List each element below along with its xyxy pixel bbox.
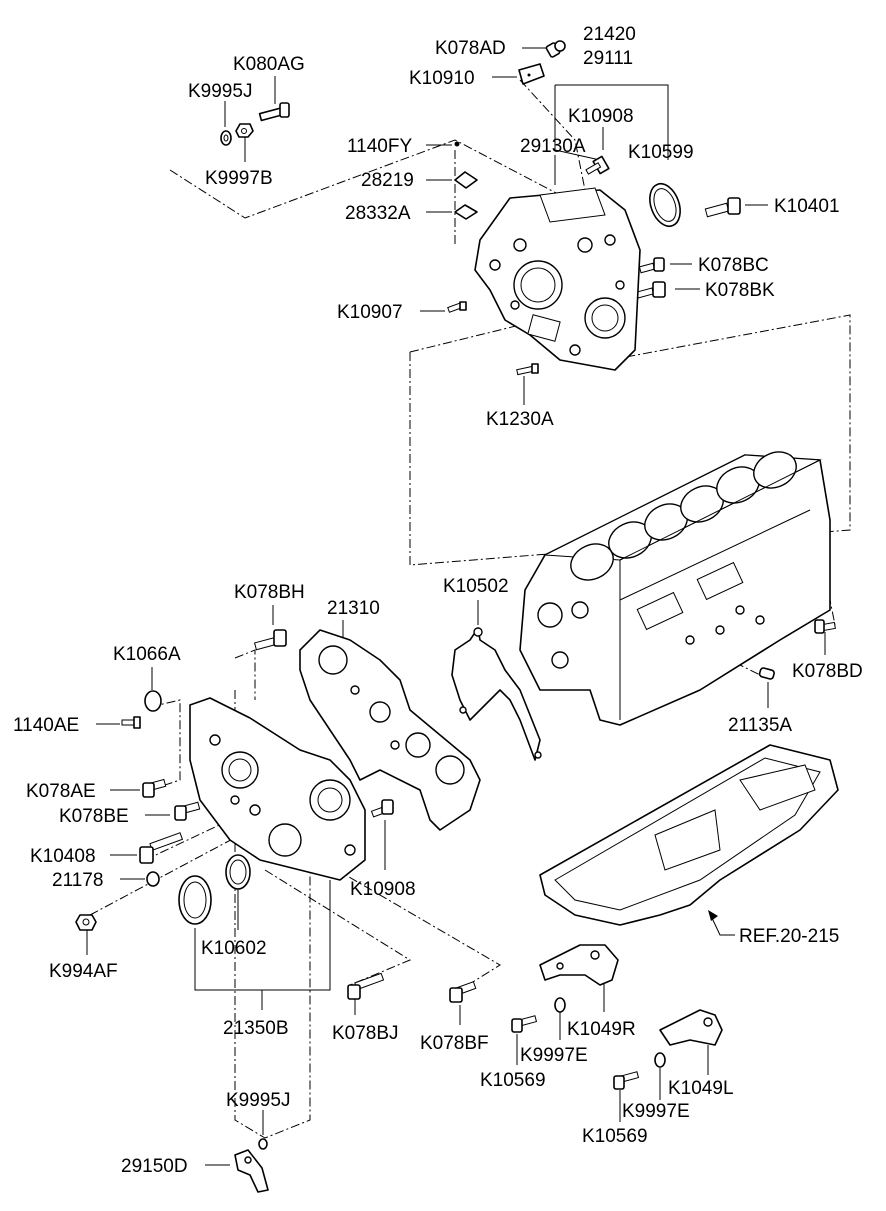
label-k10907: K10907 [337, 302, 403, 323]
label-28219: 28219 [361, 170, 414, 191]
label-k9997e-2: K9997E [622, 1101, 690, 1122]
leader-lines [86, 47, 826, 1166]
label-k9997b: K9997B [205, 168, 273, 189]
bolt-k10408 [139, 832, 184, 864]
label-21350b: 21350B [223, 1018, 289, 1039]
bolt-k10908-bottom [370, 799, 394, 818]
label-k078ad: K078AD [435, 38, 506, 59]
label-k10569-1: K10569 [480, 1070, 546, 1091]
label-k10908-top: K10908 [568, 106, 634, 127]
label-21310: 21310 [327, 598, 380, 619]
label-k078be: K078BE [59, 806, 129, 827]
label-k1066a: K1066A [113, 644, 181, 665]
bolt-k078bk [635, 281, 666, 299]
label-ref: REF.20-215 [739, 926, 839, 947]
label-21420: 21420 [583, 24, 636, 45]
washer-k9995j [220, 130, 232, 146]
bolt-k080ag [258, 102, 290, 122]
label-21135a: 21135A [728, 715, 792, 736]
bracket-29150d [234, 1149, 269, 1193]
nut-k994af [75, 914, 97, 931]
label-k078bc: K078BC [698, 255, 769, 276]
nut-k9997b [235, 123, 254, 138]
label-k10908-bottom: K10908 [350, 879, 416, 900]
label-k078bf: K078BF [420, 1033, 489, 1054]
ref-arrow [708, 910, 735, 936]
front-plate-21310 [299, 629, 481, 831]
label-k994af: K994AF [49, 961, 118, 982]
bolt-k078bd [814, 619, 836, 634]
label-k10401: K10401 [774, 196, 840, 217]
oil-seal-k10602 [178, 875, 212, 925]
label-k9995j-bottom: K9995J [226, 1090, 290, 1111]
bolt-k10907 [447, 301, 467, 313]
label-k10569-2: K10569 [582, 1126, 648, 1147]
label-1140fy: 1140FY [347, 136, 412, 157]
cylinder-bores [570, 451, 797, 581]
label-29111: 29111 [583, 48, 633, 69]
oil-pan [539, 744, 839, 926]
label-k1230a: K1230A [486, 409, 554, 430]
label-k9997e-1: K9997E [520, 1045, 588, 1066]
label-k10910: K10910 [409, 68, 475, 89]
plug-1140fy [454, 141, 460, 147]
label-29150d: 29150D [121, 1156, 188, 1177]
cover-k1066a [144, 690, 162, 712]
label-k10602: K10602 [201, 938, 267, 959]
washer-k9995j-bottom [258, 1138, 268, 1150]
bolt-k10908-top [585, 155, 610, 175]
seal-small-front [225, 854, 251, 890]
bolt-k078bj [347, 972, 385, 1000]
timing-gear-case-21350b [189, 697, 366, 881]
label-k1049l: K1049L [668, 1078, 734, 1099]
oil-seal-k10599 [649, 182, 681, 228]
bolt-k078ae [142, 778, 167, 798]
bracket-k1049l [659, 1009, 723, 1046]
gasket-28332a [454, 204, 478, 220]
bolt-k10569-2 [613, 1071, 640, 1090]
gasket-28219 [454, 171, 478, 189]
label-21178: 21178 [52, 870, 103, 891]
bolt-k078bc [638, 257, 665, 274]
timing-case-29130a [474, 187, 641, 371]
dashed-reference-lines [89, 79, 851, 1139]
nut-k9997e-2 [654, 1052, 666, 1068]
bolt-k10569-1 [511, 1015, 538, 1033]
nut-k9997e-1 [554, 997, 566, 1013]
label-k078bd: K078BD [792, 661, 863, 682]
label-k9995j-top: K9995J [188, 81, 252, 102]
label-k1049r: K1049R [567, 1019, 636, 1040]
part-labels: K078AD 21420 29111 K10910 K080AG K9995J … [13, 24, 863, 1177]
label-k080ag: K080AG [233, 54, 305, 75]
bracket-k10910 [518, 63, 545, 85]
label-k078bk: K078BK [705, 280, 775, 301]
bolt-1140ae [121, 716, 141, 729]
bolt-k078be [174, 801, 201, 821]
bolt-k1230a [516, 363, 539, 376]
label-k078ae: K078AE [26, 781, 96, 802]
cylinder-block [519, 451, 831, 726]
label-k10408: K10408 [30, 846, 96, 867]
label-28332a: 28332A [345, 203, 411, 224]
label-k078bh: K078BH [234, 582, 305, 603]
cap-bolt-k078ad [545, 40, 566, 58]
plug-21178 [146, 871, 160, 887]
bolt-k078bf [449, 981, 477, 1003]
bracket-k1049r [539, 944, 619, 986]
front-cover-gasket-k10502 [451, 627, 542, 761]
label-k10599: K10599 [628, 142, 694, 163]
dowel-21135a [758, 667, 775, 680]
bolt-k078bh [253, 629, 287, 651]
label-k10502: K10502 [443, 576, 509, 597]
label-k078bj: K078BJ [332, 1023, 399, 1044]
label-29130a: 29130A [520, 136, 586, 157]
label-1140ae: 1140AE [13, 715, 79, 736]
bolt-k10401 [704, 197, 741, 218]
